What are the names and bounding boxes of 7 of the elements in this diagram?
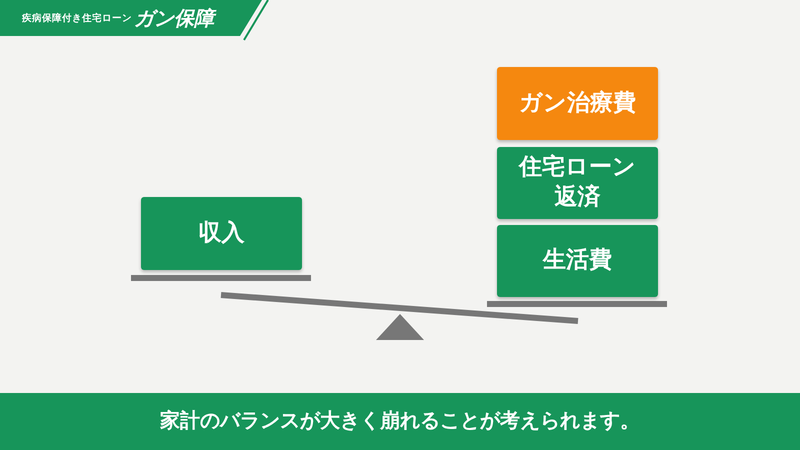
cost-block: 住宅ローン返済 (497, 147, 658, 219)
caption: 家計のバランスが大きく崩れることが考えられます。 (159, 407, 641, 434)
cost-block: ガン治療費 (497, 67, 658, 140)
income-block: 収入 (141, 197, 302, 270)
header-subtitle: 疾病保障付き住宅ローン (22, 12, 132, 25)
cost-block: 生活費 (497, 225, 658, 297)
header-title: ガン保障 (134, 5, 214, 32)
